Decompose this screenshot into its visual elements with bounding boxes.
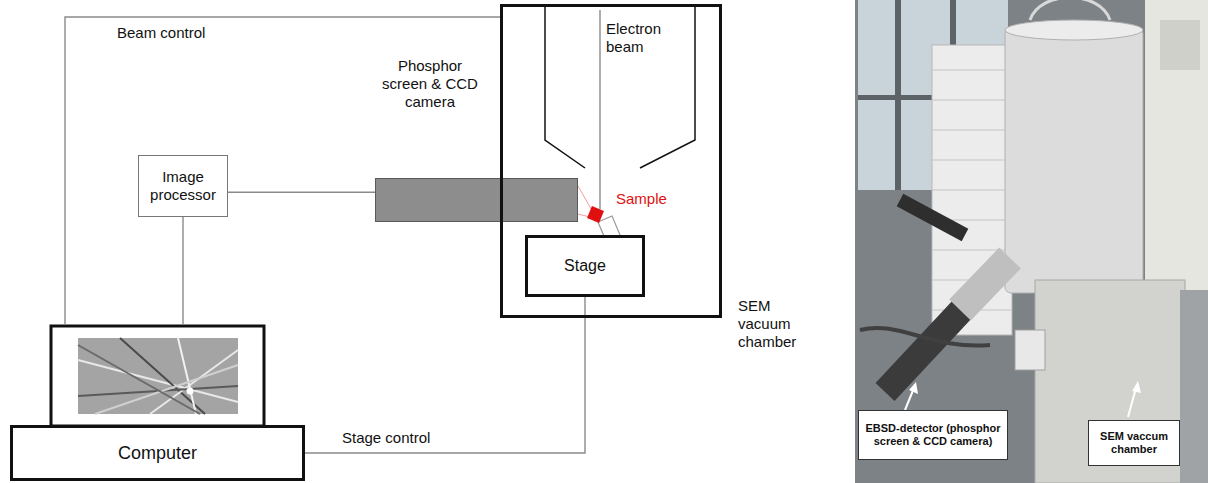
port-flange xyxy=(1015,330,1045,370)
sample xyxy=(587,206,604,223)
kikuchi-bands xyxy=(78,338,238,414)
rib xyxy=(932,100,1012,101)
connector-label: Beam control xyxy=(115,24,207,42)
node-text: EBSD-detector (phosphor screen & CCD cam… xyxy=(864,422,1002,448)
kikuchi-line xyxy=(95,365,238,414)
process-box: Image processor xyxy=(138,155,228,217)
electron-beam xyxy=(599,10,600,209)
column-top xyxy=(1005,20,1143,40)
pole-piece xyxy=(545,7,585,168)
node-text: Image processor xyxy=(144,168,222,204)
wall xyxy=(1145,0,1208,300)
cable xyxy=(860,328,990,346)
chamber-housing xyxy=(1035,280,1185,483)
wall-cabinet xyxy=(1160,20,1200,70)
beam-label: Electron beam xyxy=(606,20,678,56)
screen-camera-bar xyxy=(375,178,578,222)
column-housing xyxy=(932,45,1012,335)
rib xyxy=(932,160,1012,161)
side-unit xyxy=(1180,290,1208,483)
rib xyxy=(932,70,1012,71)
detector-housing xyxy=(960,258,1010,310)
leader-arrowhead xyxy=(1132,381,1141,393)
leader-arrowhead xyxy=(909,382,918,394)
connector-line xyxy=(305,297,585,453)
sample-label: Sample xyxy=(616,190,686,208)
pattern-pole xyxy=(187,388,194,395)
node-text: SEM vacuum chamber xyxy=(738,297,808,351)
rib xyxy=(932,130,1012,131)
photo-label-box: SEM vaccum chamber xyxy=(1088,420,1180,466)
connector-line xyxy=(182,217,183,325)
sem-column xyxy=(1005,28,1143,293)
computer: Computer xyxy=(10,325,305,481)
node-text: Phosphor screen & CCD camera xyxy=(380,57,480,111)
monitor-frame xyxy=(51,326,264,426)
connector-line xyxy=(228,191,375,192)
phosphor-screen-camera: Phosphor screen & CCD camera xyxy=(375,55,578,222)
ebsd-pattern xyxy=(78,338,238,414)
node-text: SEM vaccum chamber xyxy=(1094,430,1174,456)
kikuchi-line xyxy=(78,345,200,414)
connector-label: Stage control xyxy=(340,429,432,447)
rib xyxy=(932,190,1012,191)
cable xyxy=(1030,0,1110,20)
photo-label-box: EBSD-detector (phosphor screen & CCD cam… xyxy=(858,410,1008,460)
photo-background xyxy=(855,0,1208,483)
stage-box: Stage xyxy=(525,235,645,297)
camera-body xyxy=(900,200,965,235)
leader-line xyxy=(1128,388,1136,417)
node-text: Stage xyxy=(564,257,606,275)
housing-ribs xyxy=(932,70,1012,310)
node-text: Computer xyxy=(118,442,197,464)
connector-line xyxy=(65,17,500,325)
computer-base: Computer xyxy=(10,425,305,481)
